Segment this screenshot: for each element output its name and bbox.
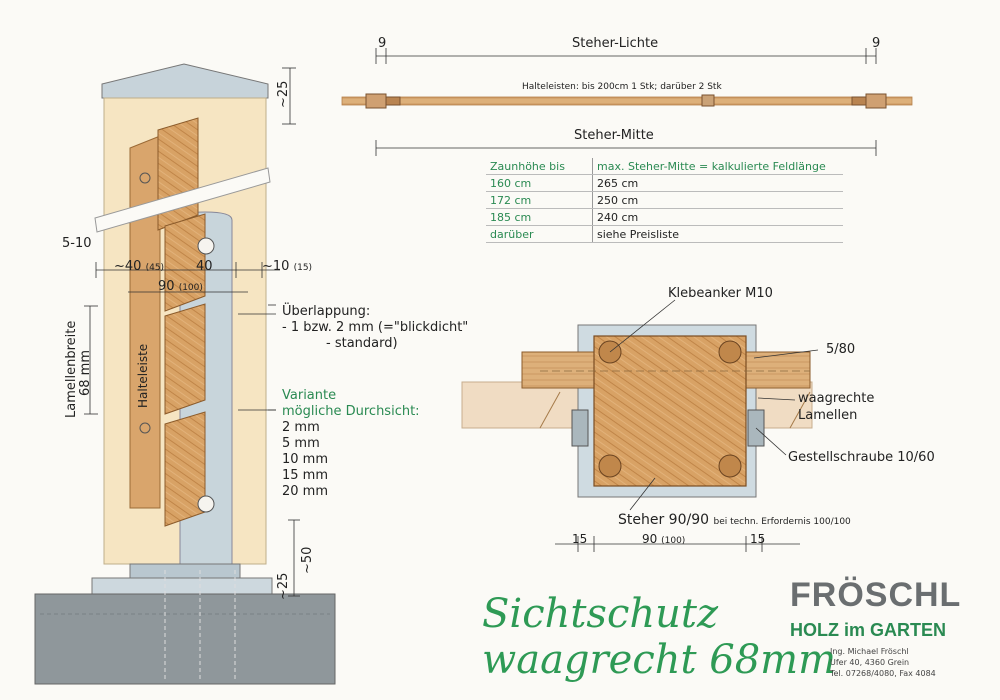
variant-note: Variante mögliche Durchsicht: 2 mm 5 mm … bbox=[282, 388, 420, 500]
plan-halteleisten-note: Halteleisten: bis 200cm 1 Stk; darüber 2… bbox=[522, 82, 722, 92]
table-header-row: Zaunhöhe bis max. Steher-Mitte = kalkuli… bbox=[486, 158, 843, 175]
waagrechte-text: waagrechte bbox=[798, 391, 875, 406]
table-cell: 185 cm bbox=[486, 208, 593, 226]
screw-head bbox=[571, 409, 589, 447]
anchor bbox=[718, 340, 742, 364]
post-dim-10: ~10 (15) bbox=[262, 259, 312, 274]
variant-value: 10 mm bbox=[282, 452, 329, 467]
steher-label: Steher 90/90 bei techn. Erfordernis 100/… bbox=[618, 512, 851, 528]
table-row: 160 cm 265 cm bbox=[486, 174, 843, 192]
concrete-foundation bbox=[34, 593, 336, 685]
slat bbox=[157, 117, 199, 231]
cross-section bbox=[461, 299, 819, 552]
waagrechte-lamellen-label: waagrechte Lamellen bbox=[798, 390, 874, 424]
variant-value: 15 mm bbox=[282, 468, 329, 483]
slat-dim-label: 5/80 bbox=[826, 342, 856, 357]
overlap-note: Überlappung: - 1 bzw. 2 mm (="blickdicht… bbox=[282, 304, 468, 352]
table-cell: siehe Preisliste bbox=[592, 225, 843, 243]
post-dim-10-value: ~10 bbox=[262, 259, 290, 274]
brand-contact: Ing. Michael Fröschl Ufer 40, 4360 Grein… bbox=[830, 646, 936, 679]
anchor bbox=[598, 454, 622, 478]
brand-tagline: HOLZ im GARTEN bbox=[790, 620, 946, 640]
post-dim-10-alt: (15) bbox=[293, 263, 313, 273]
contact-line: Ing. Michael Fröschl bbox=[830, 647, 909, 656]
table-cell: 240 cm bbox=[592, 208, 843, 226]
plan-slat bbox=[341, 96, 913, 106]
section-dim-90-value: 90 bbox=[642, 532, 658, 546]
title-line2: waagrecht 68mm bbox=[482, 637, 837, 683]
screw-mark bbox=[139, 172, 151, 184]
variant-title1: Variante bbox=[282, 388, 337, 403]
post-dim-90-alt: (100) bbox=[178, 283, 203, 293]
plan-post-left bbox=[365, 93, 387, 109]
bolt-hole bbox=[197, 237, 215, 255]
variant-value: 5 mm bbox=[282, 436, 320, 451]
post-dim-90: 90 (100) bbox=[158, 279, 203, 294]
overlap-line2: - standard) bbox=[326, 336, 398, 351]
anchor bbox=[718, 454, 742, 478]
overlap-title: Überlappung: bbox=[282, 304, 371, 319]
field-length-table: Zaunhöhe bis max. Steher-Mitte = kalkuli… bbox=[486, 158, 843, 243]
overlap-line1: - 1 bzw. 2 mm (="blickdicht" bbox=[282, 320, 469, 335]
table-row: 185 cm 240 cm bbox=[486, 208, 843, 226]
table-cell: darüber bbox=[486, 225, 593, 243]
brand-logo: FRÖSCHL bbox=[790, 576, 962, 614]
gestellschraube-label: Gestellschraube 10/60 bbox=[788, 450, 935, 465]
klebeanker-label: Klebeanker M10 bbox=[668, 286, 773, 301]
plan-steher-mitte: Steher-Mitte bbox=[574, 128, 654, 143]
post-dim-40a-alt: (45) bbox=[145, 263, 165, 273]
table-cell: 160 cm bbox=[486, 174, 593, 192]
post-cap bbox=[101, 63, 269, 99]
table-header-cell: Zaunhöhe bis bbox=[486, 158, 593, 175]
section-dim-90: 90 (100) bbox=[642, 532, 685, 546]
post-dim-5-10: 5-10 bbox=[62, 236, 92, 251]
table-cell: 265 cm bbox=[592, 174, 843, 192]
table-row: darüber siehe Preisliste bbox=[486, 225, 843, 243]
halteleiste-board bbox=[129, 135, 161, 509]
base-plate bbox=[91, 577, 273, 595]
section-dim-15a: 15 bbox=[572, 532, 588, 546]
variant-value: 20 mm bbox=[282, 484, 329, 499]
post-dim-50: ~50 bbox=[300, 546, 315, 574]
slat bbox=[164, 213, 206, 312]
section-dim-90-alt: (100) bbox=[661, 536, 686, 546]
lamellenbreite-label: Lamellenbreite bbox=[64, 320, 79, 418]
slat bbox=[164, 303, 206, 415]
table-cell: 250 cm bbox=[592, 191, 843, 209]
post-dim-25b: ~25 bbox=[276, 572, 291, 600]
bolt-hole bbox=[197, 495, 215, 513]
section-dim-15b: 15 bbox=[750, 532, 766, 546]
post-elevation bbox=[34, 63, 336, 685]
lamellen-text: Lamellen bbox=[798, 408, 858, 423]
halteleiste-label: Halteleiste bbox=[136, 343, 150, 408]
screw-mark bbox=[139, 422, 151, 434]
table-row: 172 cm 250 cm bbox=[486, 191, 843, 209]
plan-dim-left: 9 bbox=[378, 36, 387, 51]
post-dim-90-value: 90 bbox=[158, 279, 175, 294]
post-dim-40a: ~40 (45) bbox=[114, 259, 164, 274]
break-band bbox=[94, 167, 271, 233]
contact-line: Ufer 40, 4360 Grein bbox=[830, 658, 910, 667]
plan-post-right bbox=[865, 93, 887, 109]
contact-line: Tel. 07268/4080, Fax 4084 bbox=[830, 669, 936, 678]
post-dim-40a-value: ~40 bbox=[114, 259, 142, 274]
plan-dim-right: 9 bbox=[872, 36, 881, 51]
table-cell: 172 cm bbox=[486, 191, 593, 209]
slat bbox=[164, 411, 206, 527]
table-header-cell: max. Steher-Mitte = kalkulierte Feldläng… bbox=[592, 158, 843, 175]
lamellen-mm-label: 68 mm bbox=[78, 349, 93, 396]
variant-title2: mögliche Durchsicht: bbox=[282, 404, 420, 419]
steher-note: bei techn. Erfordernis 100/100 bbox=[713, 517, 851, 527]
post-dim-40b: 40 bbox=[196, 259, 213, 274]
title-line1: Sichtschutz bbox=[482, 591, 719, 637]
variant-value: 2 mm bbox=[282, 420, 320, 435]
plan-halteleiste bbox=[701, 94, 715, 107]
plan-view bbox=[341, 48, 913, 156]
post-dim-top: ~25 bbox=[276, 80, 291, 108]
plan-steher-lichte: Steher-Lichte bbox=[572, 36, 659, 51]
steher-text: Steher 90/90 bbox=[618, 512, 710, 528]
